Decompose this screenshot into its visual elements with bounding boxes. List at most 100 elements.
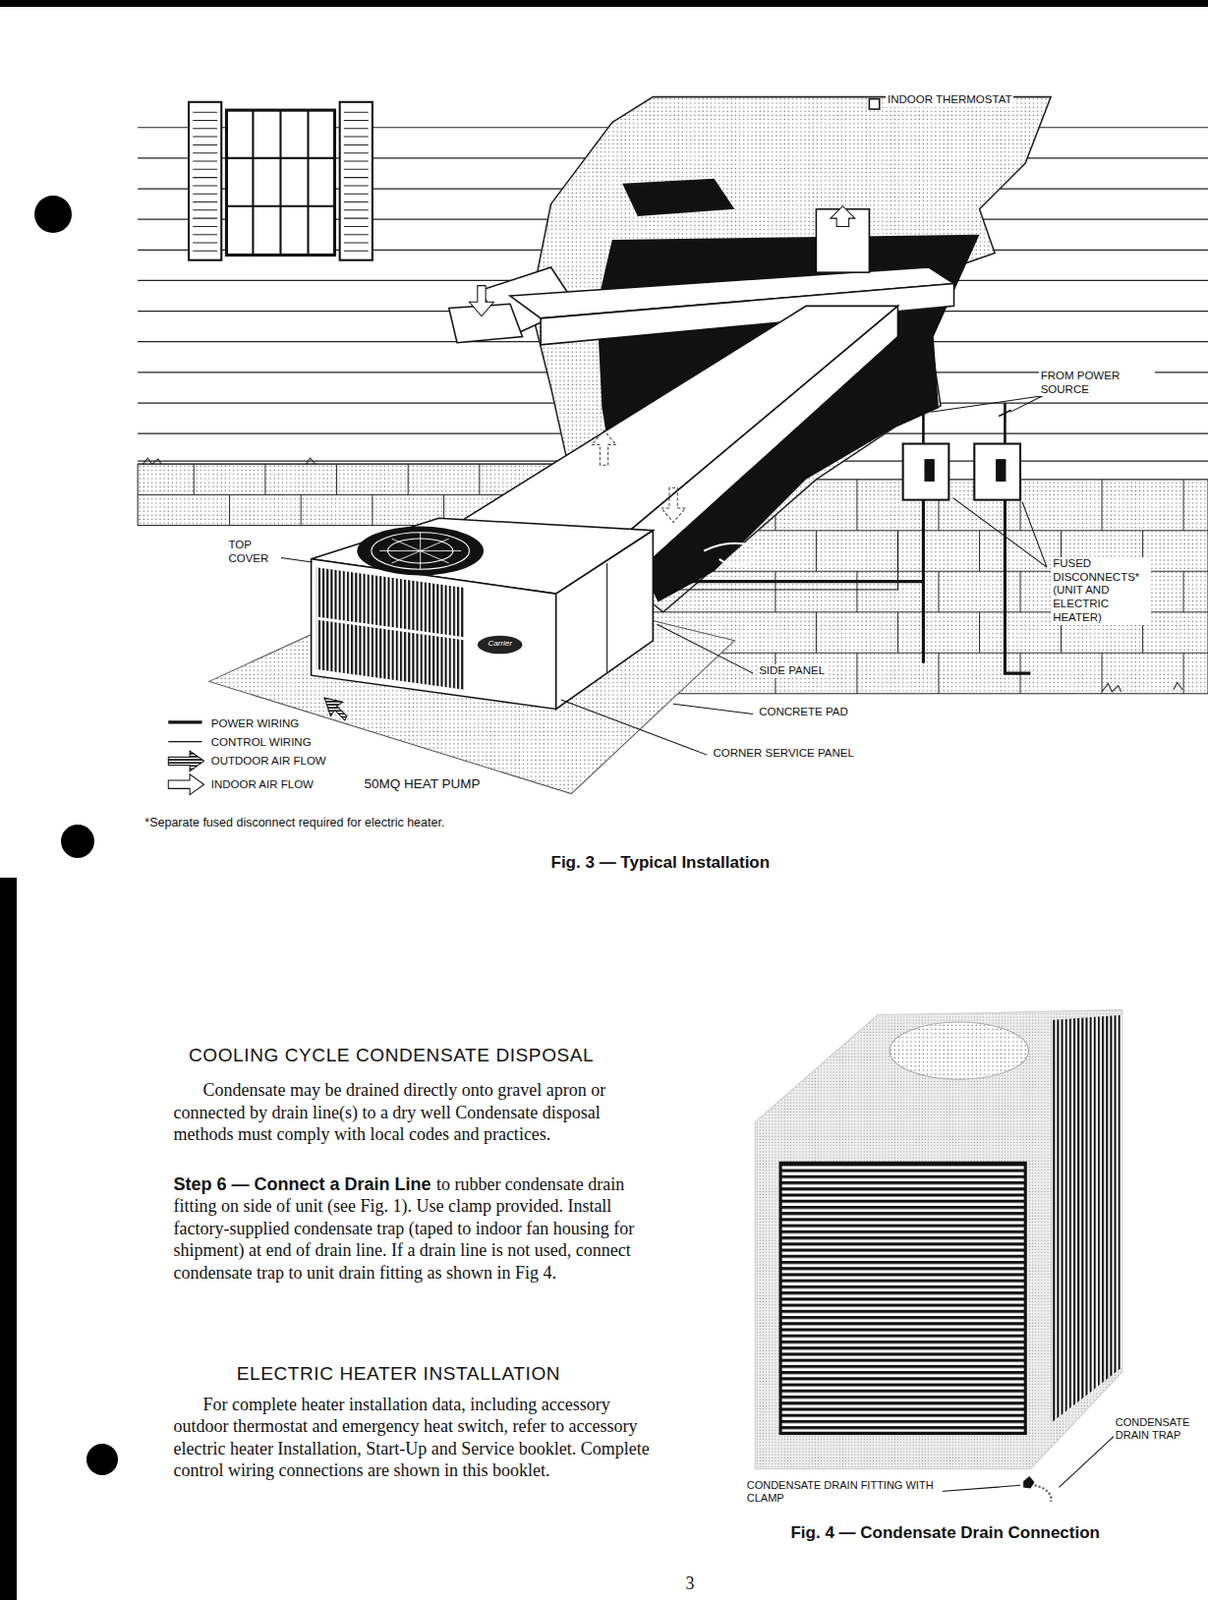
legend-sample (168, 722, 204, 796)
fused-disconnects-part (995, 459, 1006, 482)
part-label: FROM POWER SOURCE (1040, 369, 1121, 396)
body-paragraph: Step 6 — Connect a Drain Line (172, 1174, 431, 1195)
heat-pump-unit-part (606, 563, 608, 674)
part-label: SIDE PANEL (758, 664, 825, 677)
heat-pump-unit-part (324, 697, 347, 721)
logo-text-block: Carrier (477, 638, 523, 649)
foundation-part (1101, 682, 1183, 691)
thermostat-symbol (868, 99, 879, 110)
section-heading: COOLING CYCLE CONDENSATE DISPOSAL (188, 1044, 594, 1066)
fused-disconnects-part (923, 459, 934, 482)
logo-text: Carrier (487, 638, 512, 648)
figure-caption: Fig. 4 — Condensate Drain Connection (790, 1523, 1100, 1543)
leader-line-part (275, 396, 1047, 755)
part-label-block: SIDE PANEL (756, 664, 827, 679)
window-part (226, 110, 335, 255)
fused-disconnects-part (903, 444, 950, 501)
body-paragraph: Condensate may be drained directly onto … (172, 1080, 606, 1145)
unit-photo-part (780, 1162, 1026, 1434)
wiring-part (658, 530, 899, 590)
unit-photo-part (754, 1010, 1123, 1470)
body-paragraph-block: Step 6 — Connect a Drain Lineto rubber c… (172, 1173, 661, 1285)
legend-text: POWER WIRING (209, 716, 301, 731)
legend-text: OUTDOOR AIR FLOW (209, 753, 329, 768)
legend-sample-part (168, 741, 202, 743)
window-part (188, 102, 222, 261)
legend-sample-part (168, 720, 202, 724)
heat-pump-unit-part (316, 567, 465, 691)
unit-photo-part (1023, 1476, 1035, 1489)
heat-pump-unit-part (477, 635, 523, 655)
part-label-block: CORNER SERVICE PANEL (710, 747, 856, 761)
fused-disconnects-part (974, 444, 1021, 501)
duct-part (661, 487, 687, 522)
duct-part (468, 286, 494, 317)
wall-cutaway-part (703, 543, 765, 566)
figure-caption-block: Fig. 4 — Condensate Drain Connection (790, 1523, 1100, 1544)
unit-name-block: 50MQ HEAT PUMP (361, 776, 482, 793)
fused-disconnects (903, 402, 1021, 501)
heat-pump-unit-part (556, 530, 654, 710)
unit-photo-part (1050, 1015, 1123, 1424)
fused-disconnects-part (922, 402, 1005, 445)
heat-pump-unit-part (311, 559, 557, 710)
window-part (226, 110, 335, 255)
section-heading: ELECTRIC HEATER INSTALLATION (236, 1363, 561, 1384)
unit-photo-part (1035, 1485, 1052, 1502)
part-label: TOP COVER (228, 538, 269, 565)
section-heading-block: COOLING CYCLE CONDENSATE DISPOSAL (188, 1044, 594, 1068)
footnote-block: *Separate fused disconnect required for … (142, 815, 447, 831)
foundation-part (142, 458, 315, 464)
part-label: CORNER SERVICE PANEL (712, 747, 854, 759)
part-label-block: FROM POWER SOURCE (1038, 369, 1155, 398)
figure-caption-block: Fig. 3 — Typical Installation (551, 853, 771, 873)
part-label: FUSED DISCONNECTS* (UNIT AND ELECTRIC HE… (1052, 557, 1140, 624)
duct-part (622, 178, 735, 217)
wiring-part (658, 579, 924, 583)
part-label-block: TOP COVER (226, 538, 282, 567)
part-label: CONDENSATE DRAIN FITTING WITH CLAMP (747, 1479, 934, 1504)
heat-pump-unit (311, 517, 654, 721)
window (188, 102, 373, 261)
body-paragraph-block: For complete heater installation data, i… (172, 1393, 661, 1483)
part-label-block: CONDENSATE DRAIN TRAP (1113, 1416, 1204, 1442)
body-paragraph: For complete heater installation data, i… (172, 1394, 649, 1482)
figure-caption: Fig. 3 — Typical Installation (551, 853, 771, 872)
duct-part (627, 305, 898, 568)
part-label: CONCRETE PAD (758, 705, 849, 718)
duct-part (591, 430, 617, 465)
page-number-block: 3 (686, 1572, 695, 1596)
punch-hole (86, 1443, 118, 1476)
legend-sample-part (168, 774, 204, 796)
section-heading-block: ELECTRIC HEATER INSTALLATION (236, 1363, 561, 1386)
part-label-block: CONDENSATE DRAIN FITTING WITH CLAMP (745, 1479, 943, 1505)
legend-text: INDOOR AIR FLOW (209, 777, 316, 792)
heat-pump-unit-part (379, 532, 461, 570)
duct (449, 178, 955, 568)
punch-hole (34, 195, 72, 233)
heat-pump-unit-part (371, 532, 470, 570)
unit-photo-part (940, 1430, 1121, 1492)
legend-sample-part (168, 750, 204, 772)
heat-pump-unit-part (356, 526, 484, 576)
page-number: 3 (686, 1573, 695, 1594)
unit-photo-part (889, 1022, 1029, 1080)
part-label-block: INDOOR THERMOSTAT (885, 93, 1015, 108)
body-paragraph-block: Condensate may be drained directly onto … (172, 1079, 661, 1147)
footnote: *Separate fused disconnect required for … (144, 815, 445, 830)
unit-photo (754, 1010, 1123, 1502)
part-label-block: CONCRETE PAD (756, 705, 851, 720)
unit-name: 50MQ HEAT PUMP (363, 776, 480, 792)
window-part (340, 102, 373, 261)
page-edge-bar (0, 877, 17, 1600)
fused-disconnects-part (917, 409, 1011, 416)
heat-pump-unit-part (316, 618, 465, 639)
part-label-block: FUSED DISCONNECTS* (UNIT AND ELECTRIC HE… (1050, 557, 1151, 626)
wiring-part (922, 500, 1031, 674)
punch-hole (60, 824, 95, 859)
installation-drawing (137, 97, 1208, 1502)
part-label: INDOOR THERMOSTAT (887, 93, 1013, 106)
legend-text: CONTROL WIRING (209, 735, 314, 749)
